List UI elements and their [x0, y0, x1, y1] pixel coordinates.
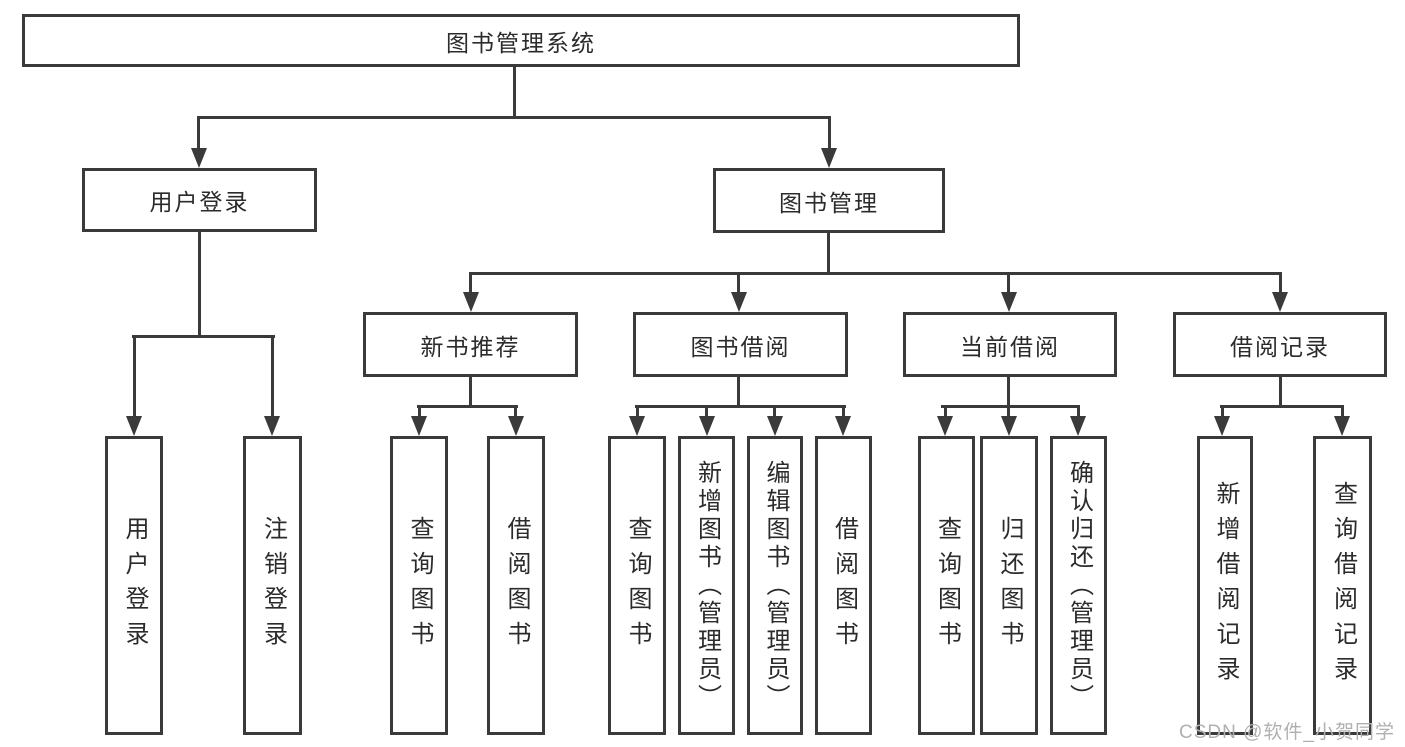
connector-line — [1007, 408, 1010, 418]
leaf-label: 归还图书 — [996, 515, 1023, 656]
arrow-down-icon — [731, 292, 747, 312]
leaf-confirm-return-admin: 确认归还（管理员） — [1050, 436, 1107, 735]
connector-line — [1279, 377, 1282, 405]
connector-line — [737, 377, 740, 405]
connector-line — [842, 408, 845, 418]
arrow-down-icon — [411, 416, 427, 436]
arrow-down-icon — [629, 416, 645, 436]
connector-line — [941, 405, 1080, 408]
connector-line — [1077, 408, 1080, 418]
arrow-down-icon — [1001, 416, 1017, 436]
connector-line — [198, 232, 201, 335]
connector-line — [1220, 405, 1344, 408]
arrow-down-icon — [699, 416, 715, 436]
connector-line — [469, 275, 472, 292]
arrow-down-icon — [1334, 416, 1350, 436]
node-user-login: 用户登录 — [82, 168, 317, 232]
connector-line — [513, 67, 516, 116]
arrow-down-icon — [463, 292, 479, 312]
connector-line — [1279, 275, 1282, 292]
connector-line — [132, 335, 275, 338]
leaf-query-books: 查询图书 — [918, 436, 975, 735]
node-borrow-records: 借阅记录 — [1173, 312, 1387, 377]
connector-line — [1221, 408, 1224, 418]
watermark-csdn: CSDN @软件_小贺同学 — [1179, 722, 1395, 743]
leaf-label: 确认归还（管理员） — [1065, 459, 1093, 712]
leaf-label: 新增借阅记录 — [1212, 480, 1239, 691]
leaf-query-borrow-record: 查询借阅记录 — [1313, 436, 1372, 735]
arrow-down-icon — [821, 148, 837, 168]
connector-line — [636, 408, 639, 418]
connector-line — [417, 405, 518, 408]
arrow-down-icon — [1214, 416, 1230, 436]
arrow-down-icon — [264, 416, 280, 436]
connector-line — [944, 408, 947, 418]
connector-line — [773, 408, 776, 418]
connector-line — [469, 377, 472, 405]
connector-line — [197, 116, 831, 119]
leaf-label: 编辑图书（管理员） — [762, 459, 789, 712]
leaf-borrow-books: 借阅图书 — [815, 436, 872, 735]
leaf-add-borrow-record: 新增借阅记录 — [1197, 436, 1253, 735]
leaf-return-books: 归还图书 — [980, 436, 1038, 735]
connector-line — [737, 275, 740, 292]
arrow-down-icon — [835, 416, 851, 436]
connector-line — [828, 119, 831, 148]
connector-line — [1007, 377, 1010, 405]
leaf-user-login: 用户登录 — [105, 436, 163, 735]
leaf-label: 查询图书 — [933, 515, 961, 656]
leaf-label: 查询图书 — [406, 515, 433, 656]
arrow-down-icon — [126, 416, 142, 436]
leaf-query-books: 查询图书 — [608, 436, 666, 735]
arrow-down-icon — [191, 148, 207, 168]
arrow-down-icon — [767, 416, 783, 436]
connector-line — [418, 408, 421, 418]
leaf-add-books-admin: 新增图书（管理员） — [678, 436, 735, 735]
node-library-system: 图书管理系统 — [22, 14, 1020, 67]
leaf-label: 查询图书 — [624, 515, 651, 656]
leaf-label: 注销登录 — [259, 515, 287, 656]
node-current-borrow: 当前借阅 — [903, 312, 1117, 377]
connector-line — [133, 338, 136, 416]
connector-line — [197, 119, 200, 148]
node-book-borrow: 图书借阅 — [633, 312, 848, 377]
leaf-query-books: 查询图书 — [390, 436, 448, 735]
node-book-management: 图书管理 — [713, 168, 945, 233]
connector-line — [1007, 275, 1010, 292]
connector-line — [827, 233, 830, 272]
arrow-down-icon — [508, 416, 524, 436]
connector-line — [469, 272, 1282, 275]
leaf-borrow-books: 借阅图书 — [487, 436, 545, 735]
leaf-label: 借阅图书 — [830, 515, 858, 656]
arrow-down-icon — [1272, 292, 1288, 312]
leaf-label: 用户登录 — [121, 515, 148, 656]
connector-line — [1341, 408, 1344, 418]
leaf-label: 新增图书（管理员） — [693, 459, 721, 712]
arrow-down-icon — [937, 416, 953, 436]
leaf-label: 查询借阅记录 — [1329, 480, 1357, 691]
connector-line — [635, 405, 846, 408]
arrow-down-icon — [1001, 292, 1017, 312]
connector-line — [705, 408, 708, 418]
arrow-down-icon — [1070, 416, 1086, 436]
leaf-label: 借阅图书 — [503, 515, 530, 656]
connector-line — [271, 338, 274, 416]
leaf-edit-books-admin: 编辑图书（管理员） — [747, 436, 803, 735]
node-new-book-recommend: 新书推荐 — [363, 312, 578, 377]
connector-line — [514, 408, 517, 418]
leaf-logout: 注销登录 — [243, 436, 302, 735]
